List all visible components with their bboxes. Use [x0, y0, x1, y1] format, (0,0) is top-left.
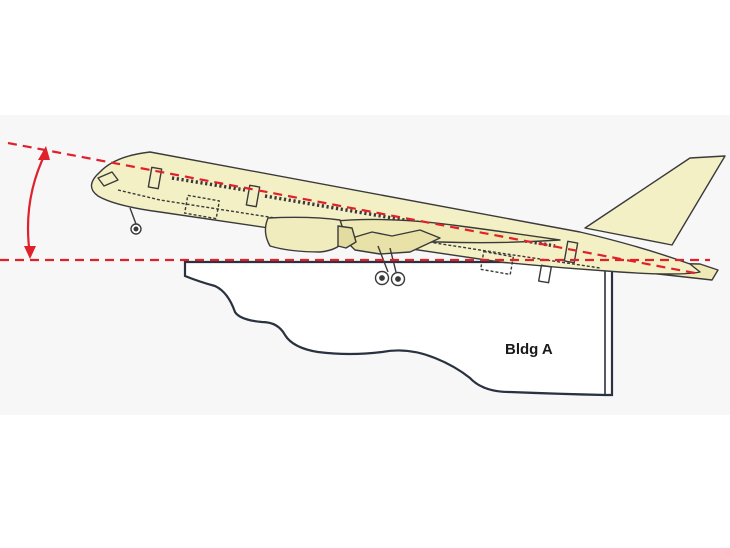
building-label: Bldg A — [505, 341, 553, 358]
vertical-stabilizer — [584, 155, 726, 246]
main-gear-hub-2 — [395, 276, 401, 282]
building-icon: Bldg A — [183, 260, 614, 397]
door-3 — [563, 240, 579, 264]
building-outline — [183, 260, 614, 397]
nose-gear-hub — [133, 226, 139, 232]
cargo-door-front — [183, 194, 221, 220]
engine-nacelle — [264, 216, 347, 253]
angle-arc-icon — [26, 151, 47, 256]
cockpit-window — [97, 171, 119, 187]
door-2 — [245, 184, 261, 208]
main-gear-hub-1 — [379, 275, 385, 281]
engine-exhaust — [337, 225, 357, 249]
door-4 — [537, 264, 553, 284]
fuselage — [90, 151, 701, 275]
wing-flaps — [344, 229, 441, 255]
nose-gear-strut — [129, 207, 137, 225]
door-1 — [147, 166, 163, 190]
arrowhead-icon — [24, 246, 36, 259]
airplane-icon — [90, 151, 726, 287]
arrowhead-icon — [38, 146, 50, 160]
pitch-reference-line — [7, 141, 701, 276]
